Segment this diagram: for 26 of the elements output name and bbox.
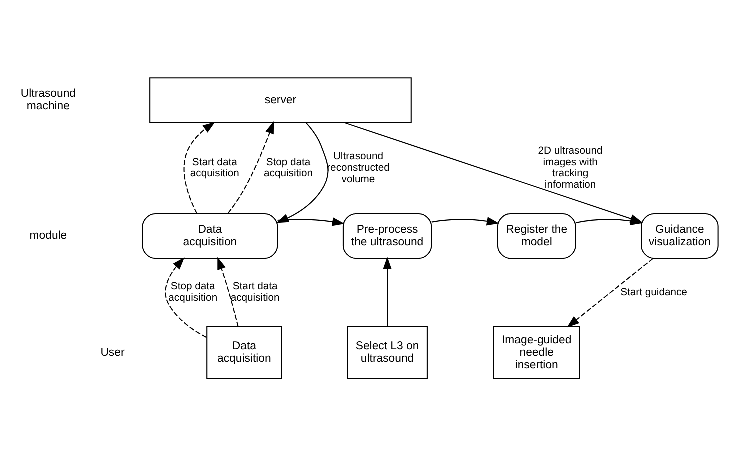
arrow xyxy=(218,256,239,327)
node-box: Select L3 on ultrasound xyxy=(347,326,428,379)
node-box: Pre-process the ultrasound xyxy=(342,212,432,259)
arrow xyxy=(576,216,643,225)
node-box: Image-guided needle insertion xyxy=(493,326,580,379)
arrow xyxy=(383,256,392,326)
arrow xyxy=(165,257,207,338)
edge-label: Stop data acquisition xyxy=(264,156,313,180)
edge-label: Start data acquisition xyxy=(230,281,280,304)
arrow xyxy=(567,258,654,328)
arrow xyxy=(278,217,345,226)
node-box: server xyxy=(150,77,412,123)
arrow xyxy=(228,120,274,214)
label: User xyxy=(100,346,125,358)
node-box: Register the model xyxy=(497,212,576,259)
node-box: Data acquisition xyxy=(206,326,282,379)
edge-label: Start guidance xyxy=(620,286,688,298)
label: module xyxy=(30,230,68,242)
arrow xyxy=(432,216,500,226)
node-box: Data acquisition xyxy=(142,212,278,259)
edge-label: Start data acquisition xyxy=(190,156,240,180)
node-box: Guidance visualization xyxy=(641,212,719,259)
arrow xyxy=(184,122,216,214)
edge-label: 2D ultrasound images with tracking information xyxy=(538,145,603,191)
edge-label: Stop data acquisition xyxy=(168,281,218,304)
label: Ultrasound machine xyxy=(20,88,76,112)
